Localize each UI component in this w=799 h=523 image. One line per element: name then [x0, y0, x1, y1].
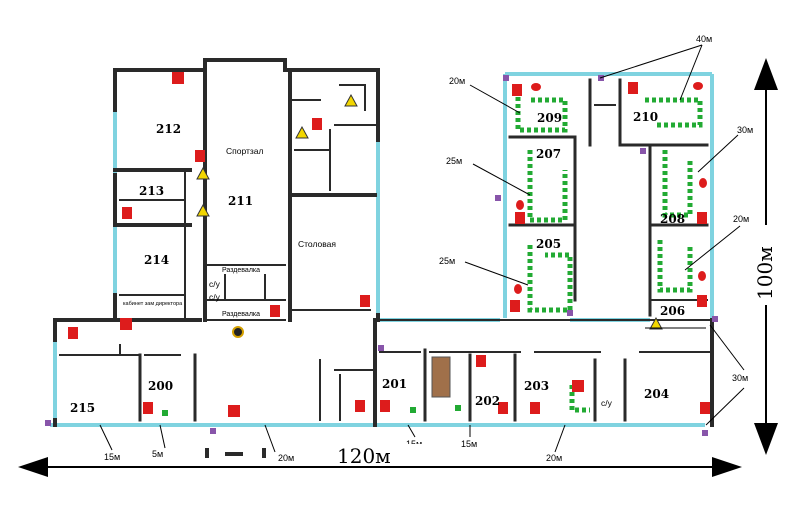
room-202: 202 — [475, 394, 500, 408]
dim-bottom-20b: 20м — [546, 453, 562, 463]
warning-icon — [649, 316, 663, 330]
warning-icon — [196, 166, 210, 180]
room-209: 209 — [537, 111, 562, 125]
label-locker-1: Раздевалка — [222, 267, 260, 274]
camera-icon — [640, 148, 646, 154]
camera-icon — [503, 75, 509, 81]
phone-icon — [143, 380, 584, 414]
camera-icon — [495, 195, 501, 201]
cable-points — [162, 405, 461, 416]
room-201: 201 — [382, 377, 407, 391]
camera-icon — [45, 420, 51, 426]
room-210: 210 — [633, 110, 658, 124]
camera-icon — [702, 430, 708, 436]
room-213: 213 — [139, 184, 164, 198]
room-211: 211 — [228, 194, 253, 208]
label-locker-2: Раздевалка — [222, 311, 260, 318]
room-215: 215 — [70, 401, 95, 415]
entrance-marks — [205, 448, 266, 458]
dim-bottom-15a: 15м — [104, 452, 120, 462]
dim-bottom-15c: 15м — [461, 439, 477, 449]
dim-left-25a: 25м — [446, 156, 462, 166]
dim-bottom-20a: 20м — [278, 453, 294, 463]
room-203: 203 — [524, 379, 549, 393]
warning-icon — [344, 93, 358, 107]
overall-height-arrow: 100м — [748, 58, 778, 455]
room-numbers: 212 213 211 214 215 200 201 202 203 204 … — [70, 110, 685, 415]
room-205: 205 — [536, 237, 561, 251]
overall-width-arrow: 120м — [18, 444, 742, 477]
walls — [53, 58, 714, 427]
camera-icon — [378, 345, 384, 351]
room-204: 204 — [644, 387, 669, 401]
fire-hose-icon — [232, 326, 244, 338]
dim-right-30a: 30м — [737, 125, 753, 135]
dim-left-25b: 25м — [439, 256, 455, 266]
dim-width-total: 120м — [337, 444, 391, 468]
windows — [50, 72, 714, 427]
camera-icon — [567, 310, 573, 316]
room-212: 212 — [156, 122, 181, 136]
dim-right-30b: 30м — [732, 373, 748, 383]
leader-lines — [99, 44, 745, 453]
warnings — [196, 93, 663, 330]
dim-top-40: 40м — [696, 34, 712, 44]
label-wc-2: с/у — [209, 292, 221, 302]
warning-icon — [295, 125, 309, 139]
room-208: 208 — [660, 212, 685, 226]
room-214: 214 — [144, 253, 169, 267]
dim-bottom-5: 5м — [152, 449, 163, 459]
label-director: кабинет зам директора — [123, 301, 183, 307]
dim-top-20: 20м — [449, 76, 465, 86]
camera-icon — [210, 428, 216, 434]
label-wc-3: с/у — [601, 398, 613, 408]
room-207: 207 — [536, 147, 561, 161]
fire-extinguisher-icon — [68, 82, 710, 414]
label-gym: Спортзал — [226, 146, 264, 156]
fire-alarm-icon — [120, 72, 707, 417]
dim-right-20: 20м — [733, 214, 749, 224]
room-labels: Спортзал Столовая Раздевалка Раздевалка … — [123, 146, 613, 408]
warning-icon — [196, 203, 210, 217]
label-wc-1: с/у — [209, 279, 221, 289]
room-206: 206 — [660, 304, 685, 318]
room-200: 200 — [148, 379, 173, 393]
label-canteen: Столовая — [298, 239, 336, 249]
table — [431, 356, 451, 398]
dim-height-total: 100м — [753, 246, 777, 300]
camera-icon — [712, 316, 718, 322]
fire-equipment — [68, 72, 710, 417]
